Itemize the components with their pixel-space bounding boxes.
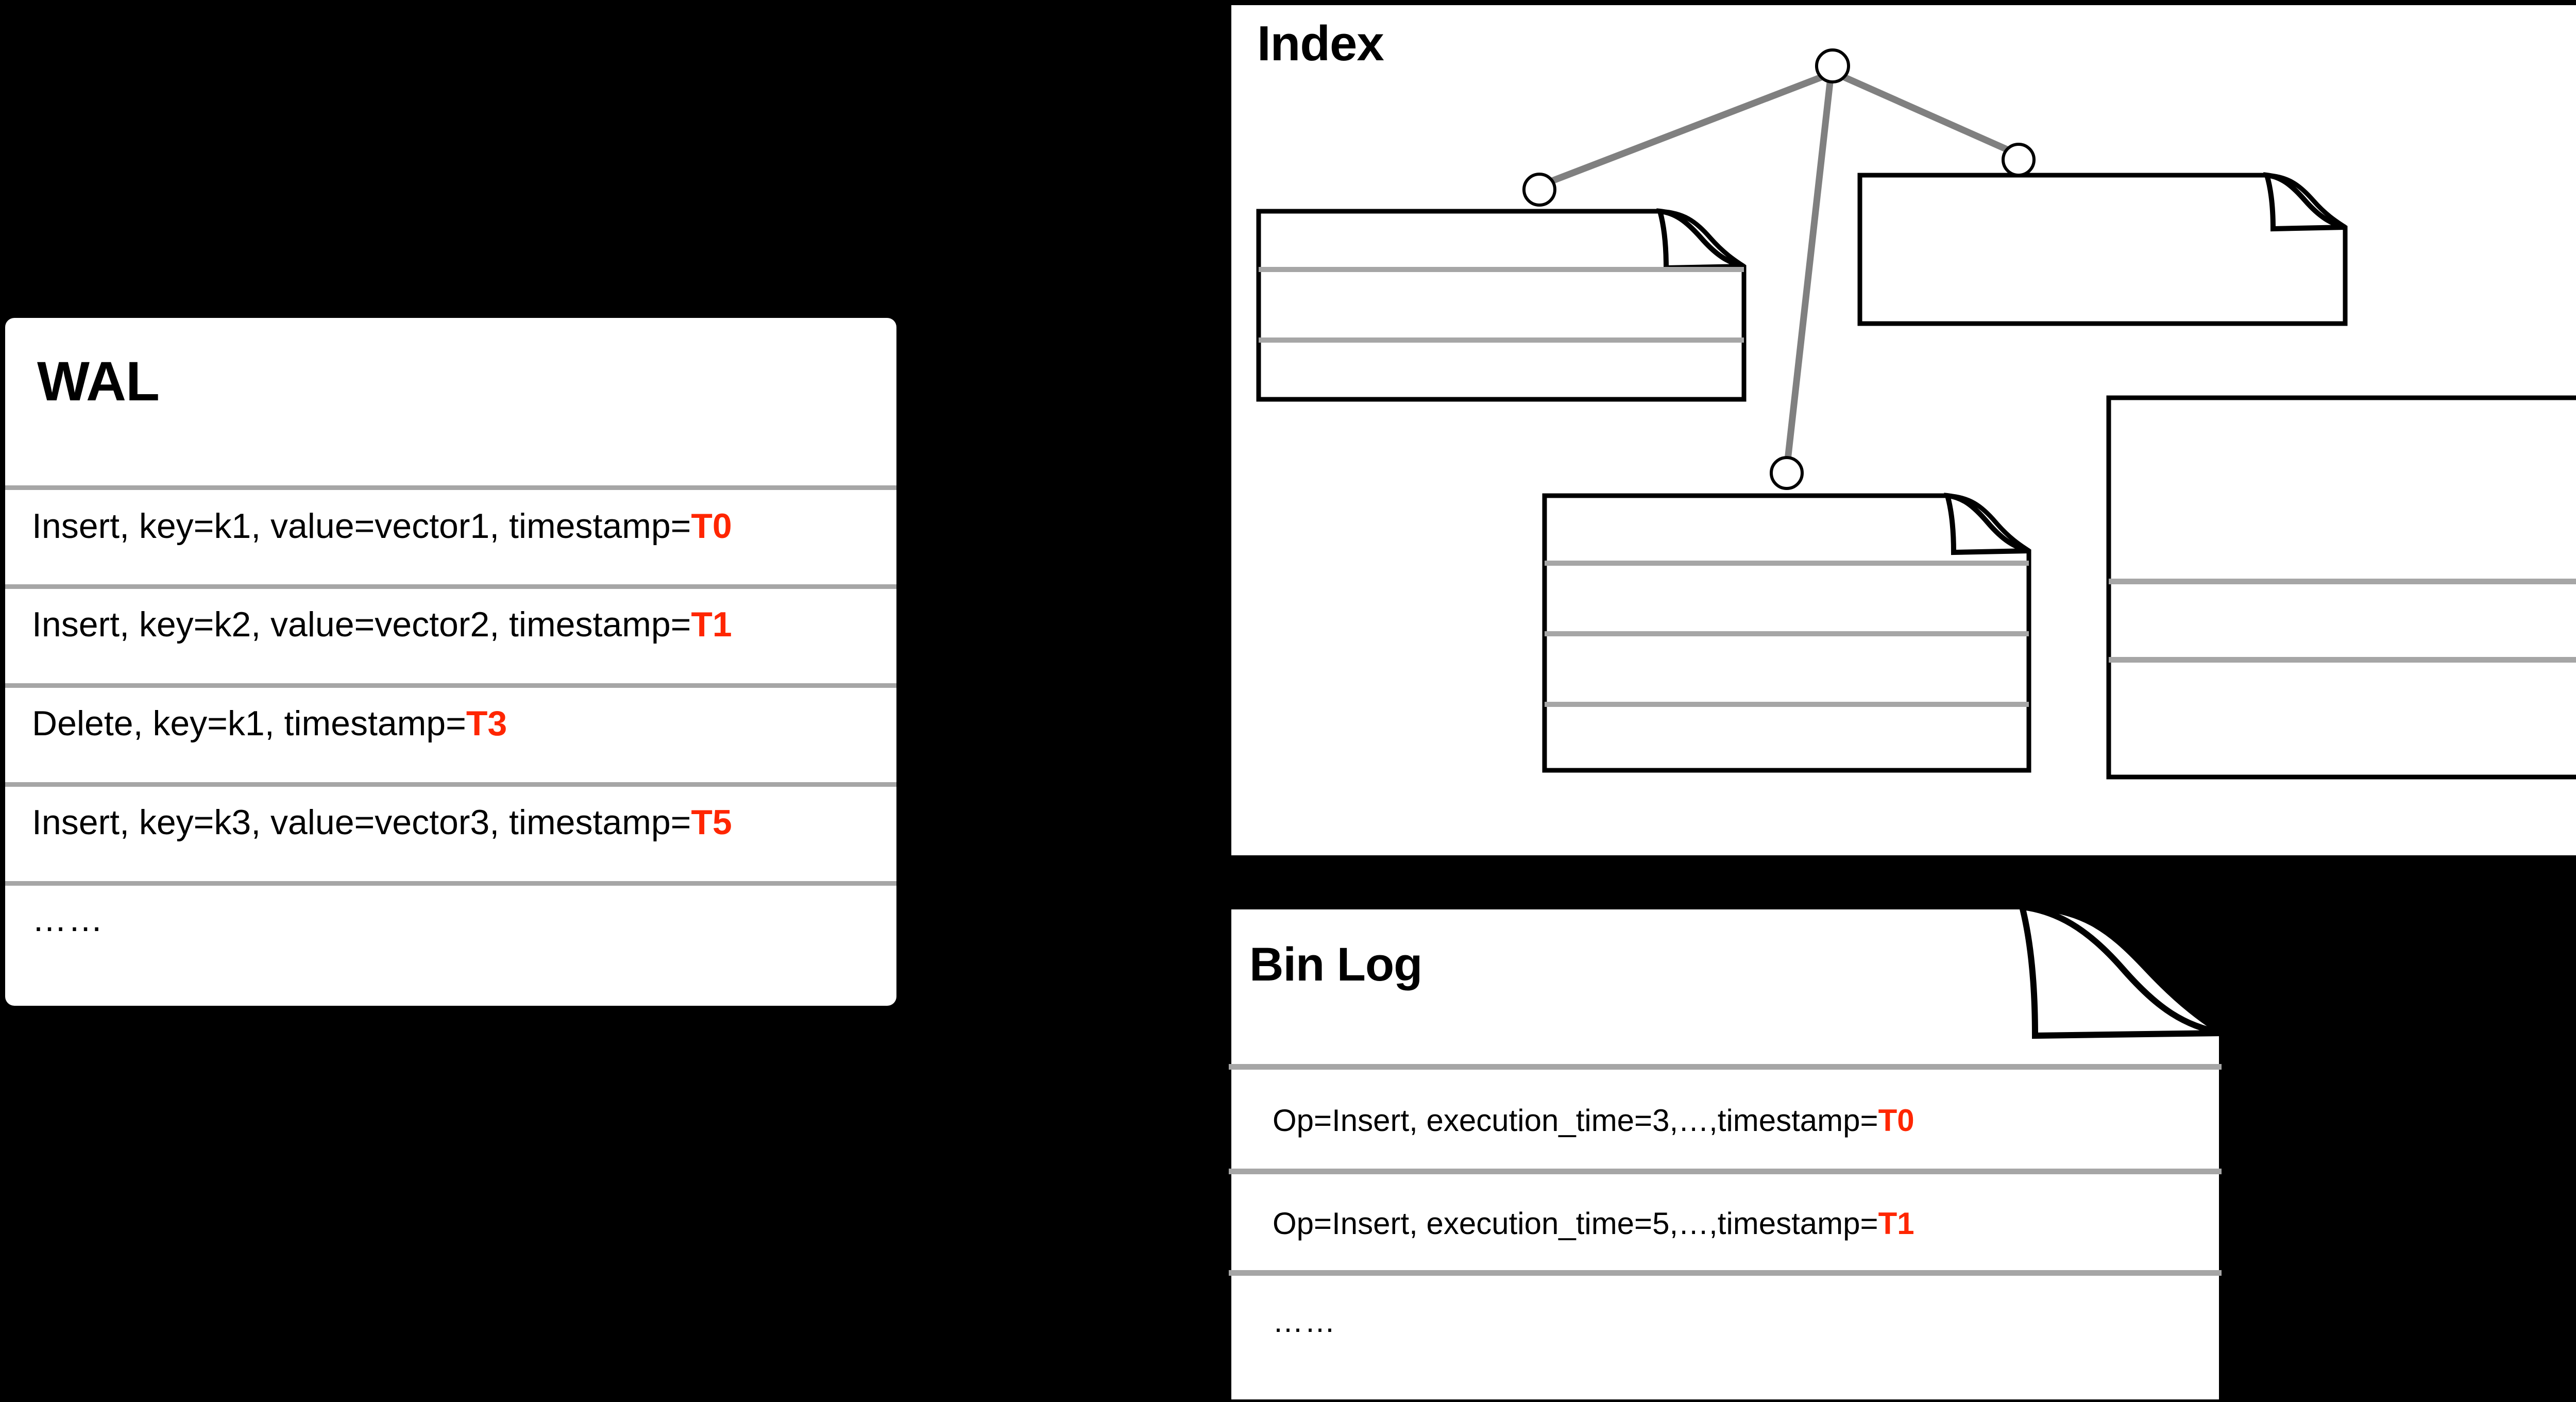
index-card-k2-k3-row-0-text: k2, vector2, timestamp=	[1551, 580, 1858, 613]
delete-log-row-0: k3, delete_pos, …, timestamp=T3	[2130, 588, 2563, 622]
index-title: Index	[1257, 16, 1384, 71]
delete-log-ellipsis: ……	[2398, 704, 2458, 736]
binlog-row-1: Op=Insert, execution_time=5,…,timestamp=…	[1273, 1206, 1914, 1241]
wal-row-3-timestamp: T5	[691, 803, 732, 842]
index-card-k2-k3-row-1-timestamp: T5	[1858, 651, 1892, 683]
wal-separator	[5, 683, 896, 688]
wal-row-1-timestamp: T1	[691, 605, 732, 644]
wal-row-2: Delete, key=k1, timestamp=T3	[32, 703, 507, 744]
binlog-row-1-timestamp: T1	[1878, 1206, 1914, 1241]
binlog-separator	[1229, 1064, 2222, 1070]
wal-separator	[5, 485, 896, 490]
binlog-row-0-timestamp: T0	[1878, 1103, 1914, 1138]
index-card-more-ellipsis: ……	[2071, 235, 2131, 267]
index-panel: Index	[1231, 5, 2576, 855]
wal-separator	[5, 881, 896, 886]
wal-row-3-text: Insert, key=k3, value=vector3, timestamp…	[32, 803, 691, 842]
wal-row-0-timestamp: T0	[691, 506, 732, 546]
binlog-separator	[1229, 1169, 2222, 1174]
binlog-row-1-text: Op=Insert, execution_time=5,…,timestamp=	[1273, 1206, 1878, 1241]
index-card-k1-ellipsis: ……	[1479, 359, 1538, 391]
delete-log-title: Delete Log	[2146, 436, 2357, 483]
binlog-row-0-text: Op=Insert, execution_time=3,…,timestamp=	[1273, 1103, 1878, 1138]
wal-row-0: Insert, key=k1, value=vector1, timestamp…	[32, 506, 732, 546]
binlog-row-0: Op=Insert, execution_time=3,…,timestamp=…	[1273, 1103, 1914, 1138]
wal-row-2-text: Delete, key=k1, timestamp=	[32, 704, 466, 743]
index-card-k2-k3-row-0-timestamp: T1	[1858, 580, 1892, 613]
index-card-k2-k3-row-0: k2, vector2, timestamp=T1	[1551, 580, 1891, 613]
wal-title: WAL	[37, 350, 160, 412]
binlog-title: Bin Log	[1249, 938, 1422, 991]
wal-ellipsis: ……	[32, 900, 104, 939]
wal-separator	[5, 584, 896, 589]
index-card-k2-k3-row-1: k3, vector3, timestamp=T5	[1551, 650, 1891, 684]
binlog-separator	[1229, 1270, 2222, 1276]
index-card-k1-row-0: k1, vector1, timestamp=T0	[1263, 260, 1604, 293]
wal-panel: WAL Insert, key=k1, value=vector1, times…	[5, 318, 896, 1006]
wal-separator	[5, 782, 896, 787]
delete-log-row-0-text: k3, delete_pos, …, timestamp=	[2130, 589, 2529, 621]
index-card-k2-k3-row-1-text: k3, vector3, timestamp=	[1551, 651, 1858, 683]
index-card-k1-row-0-timestamp: T0	[1570, 260, 1604, 293]
wal-row-1-text: Insert, key=k2, value=vector2, timestamp…	[32, 605, 691, 644]
wal-row-2-timestamp: T3	[466, 704, 507, 743]
index-card-k1-row-0-text: k1, vector1, timestamp=	[1263, 260, 1571, 293]
wal-row-3: Insert, key=k3, value=vector3, timestamp…	[32, 802, 732, 842]
delete-log-row-0-timestamp: T3	[2529, 589, 2563, 621]
binlog-ellipsis: ……	[1273, 1304, 1336, 1339]
wal-row-1: Insert, key=k2, value=vector2, timestamp…	[32, 604, 732, 645]
wal-row-0-text: Insert, key=k1, value=vector1, timestamp…	[32, 506, 691, 546]
index-card-k2-k3-ellipsis: ……	[1749, 722, 1809, 754]
